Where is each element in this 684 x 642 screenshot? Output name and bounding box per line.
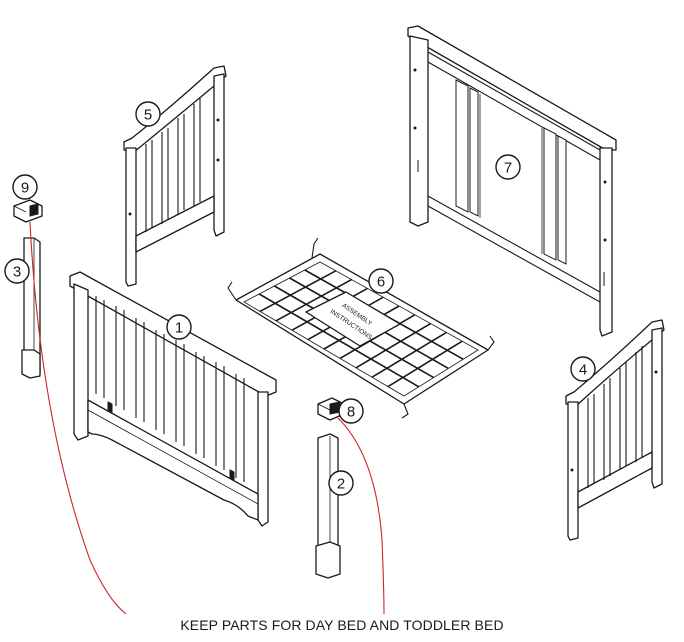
svg-text:9: 9 <box>21 180 29 197</box>
svg-text:1: 1 <box>175 320 183 337</box>
svg-text:3: 3 <box>13 264 21 281</box>
leader-line-part-8 <box>337 417 385 615</box>
leader-line-part-9 <box>29 221 127 615</box>
svg-text:5: 5 <box>144 107 152 124</box>
headboard-panel <box>407 25 617 337</box>
right-end-panel <box>565 319 665 541</box>
callout-5: 5 <box>135 101 161 127</box>
callout-8: 8 <box>338 398 364 424</box>
callout-3: 3 <box>4 258 30 284</box>
callout-1: 1 <box>166 314 192 340</box>
bracket-part-9 <box>13 199 43 223</box>
mattress-support: ASSEMBLY INSTRUCTIONS <box>227 237 495 419</box>
svg-text:7: 7 <box>504 160 512 177</box>
spring-wire <box>387 340 463 388</box>
svg-text:4: 4 <box>579 362 587 379</box>
callout-7: 7 <box>495 154 521 180</box>
front-rail-panel <box>69 271 277 527</box>
post-part-2 <box>315 433 341 579</box>
spring-wire <box>355 322 432 369</box>
callout-4: 4 <box>570 356 596 382</box>
callout-6: 6 <box>368 268 394 294</box>
post-part-3 <box>21 237 41 379</box>
svg-text:8: 8 <box>347 404 355 421</box>
keep-parts-note: KEEP PARTS FOR DAY BED AND TODDLER BED <box>180 617 504 633</box>
spring-wire <box>275 278 352 322</box>
bracket-part-8 <box>317 397 345 421</box>
spring-wire <box>259 270 337 313</box>
callout-9: 9 <box>12 174 38 200</box>
left-end-panel <box>123 65 227 287</box>
svg-text:6: 6 <box>377 274 385 291</box>
svg-text:2: 2 <box>337 476 345 493</box>
callout-2: 2 <box>328 470 354 496</box>
spring-wire <box>371 331 447 378</box>
